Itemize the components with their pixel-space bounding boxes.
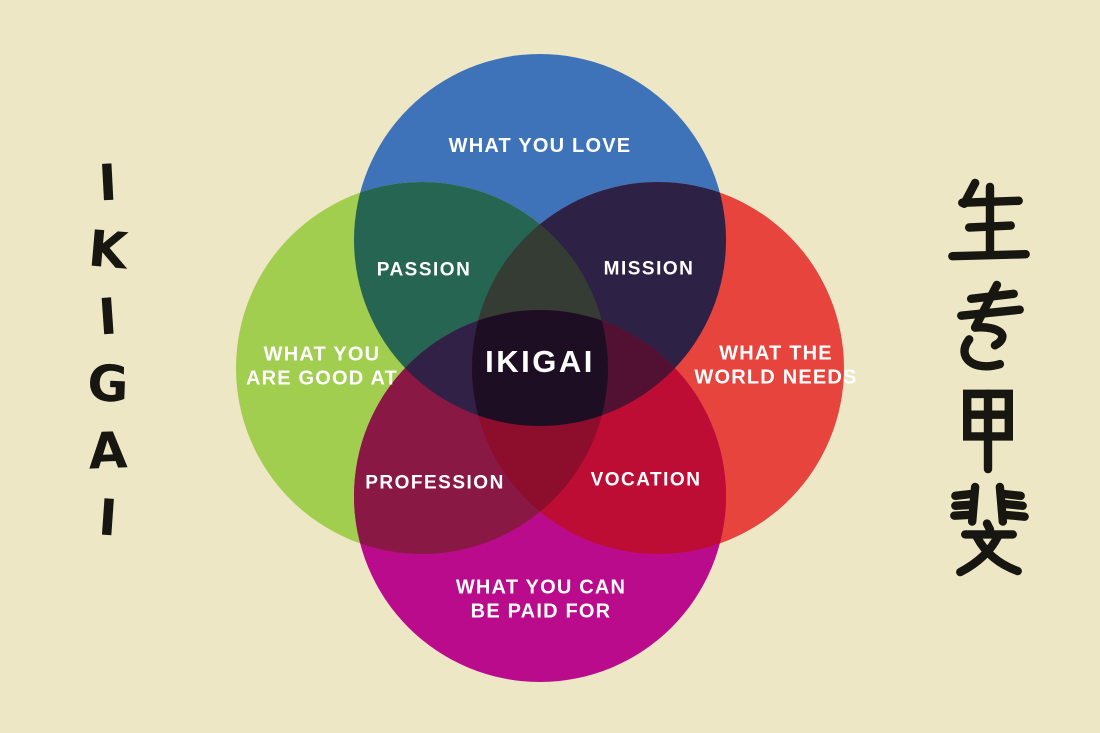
kanji-stroke xyxy=(951,500,977,510)
brush-letter-5: A xyxy=(87,421,129,481)
kanji-stroke xyxy=(998,510,1029,521)
label-mission: MISSION xyxy=(604,257,695,280)
triple-top-clip xyxy=(472,182,608,426)
brush-letter-2: K xyxy=(86,219,130,281)
brush-letter-1: I xyxy=(97,153,119,213)
brush-letter-6: I xyxy=(96,488,120,548)
triple-bottom-clip xyxy=(472,310,608,554)
triple-top-shape xyxy=(472,182,608,426)
kanji-ki-hiragana-icon xyxy=(957,280,1024,371)
kanji-stroke xyxy=(957,305,1024,320)
label-good-line2: ARE GOOD AT xyxy=(245,368,399,390)
kanji-stroke xyxy=(982,519,995,534)
label-ikigai-text: IKIGAI xyxy=(485,344,595,380)
label-what-you-love: WHAT YOU LOVE xyxy=(449,134,632,158)
kanji-stroke xyxy=(951,489,977,501)
kanji-stroke xyxy=(964,221,1015,232)
kanji-stroke xyxy=(960,335,1005,371)
kanji-stroke xyxy=(970,323,1007,350)
label-paid-line1: WHAT YOU CAN xyxy=(455,576,627,599)
label-mission-text: MISSION xyxy=(603,258,695,280)
kanji-hi-icon xyxy=(950,482,1029,577)
kanji-sei-life-icon xyxy=(948,178,1030,261)
kanji-stroke xyxy=(998,499,1027,510)
kanji-stroke xyxy=(972,533,1022,576)
kanji-stroke xyxy=(970,280,1002,332)
kanji-stroke xyxy=(948,250,1030,261)
label-what-you-love-line1: WHAT YOU LOVE xyxy=(448,134,632,157)
label-profession-text: PROFESSION xyxy=(365,472,505,494)
label-what-you-are-good-at: WHAT YOU ARE GOOD AT xyxy=(246,343,398,392)
kanji-stroke xyxy=(963,389,1013,441)
kanji-stroke xyxy=(956,532,1003,577)
label-needs-line2: WORLD NEEDS xyxy=(694,367,858,389)
kanji-stroke xyxy=(950,510,977,520)
kanji-stroke xyxy=(998,489,1025,501)
brush-letter-4: G xyxy=(86,354,130,414)
label-passion: PASSION xyxy=(377,258,472,281)
label-passion-text: PASSION xyxy=(376,259,472,281)
triple-bottom-clip2 xyxy=(472,310,608,554)
vertical-title-kanji xyxy=(939,178,1038,580)
label-profession: PROFESSION xyxy=(365,471,505,494)
triple-top-clip2 xyxy=(472,182,608,426)
label-needs-line1: WHAT THE xyxy=(719,342,833,365)
label-vocation: VOCATION xyxy=(591,468,702,491)
label-good-line1: WHAT YOU xyxy=(263,343,381,366)
vertical-title-ikigai: I K I G A I xyxy=(86,150,130,552)
label-what-you-can-be-paid-for: WHAT YOU CAN BE PAID FOR xyxy=(456,576,626,625)
label-paid-line2: BE PAID FOR xyxy=(470,601,612,623)
label-what-the-world-needs: WHAT THE WORLD NEEDS xyxy=(694,342,857,391)
label-ikigai-center: IKIGAI xyxy=(485,343,595,381)
triple-bottom-shape xyxy=(472,310,608,554)
label-vocation-text: VOCATION xyxy=(590,469,702,491)
kanji-kou-icon xyxy=(963,389,1013,474)
brush-letter-3: I xyxy=(96,287,120,347)
